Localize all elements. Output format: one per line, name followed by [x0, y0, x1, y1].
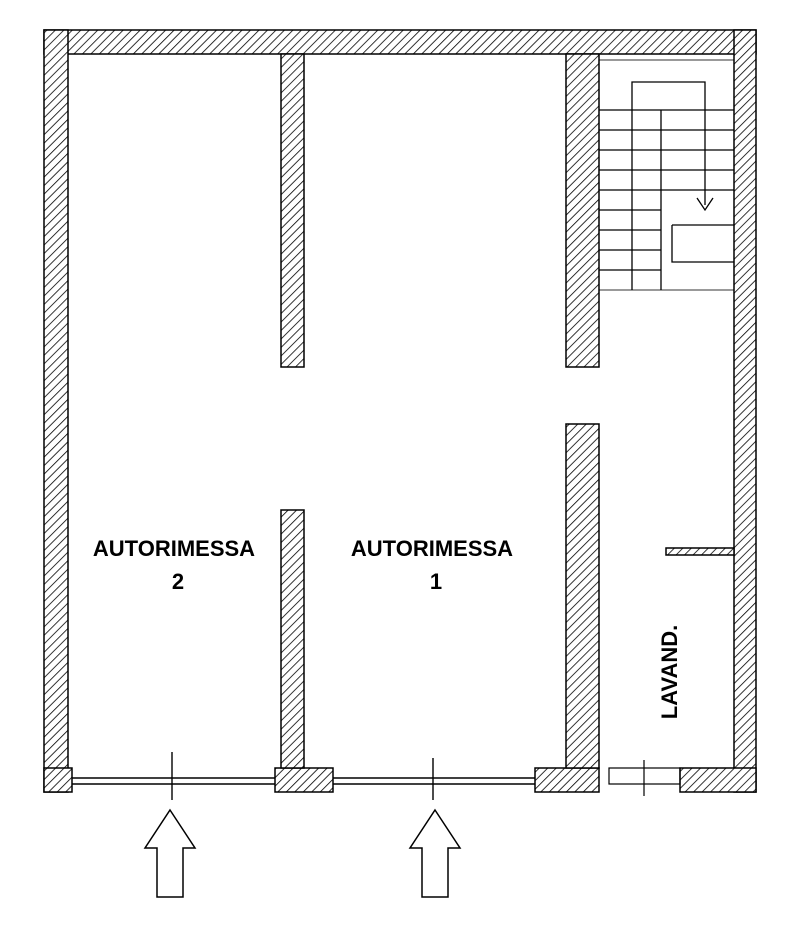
wall-bottom-right: [679, 767, 757, 793]
garage-doors: [72, 752, 535, 800]
partition-wall-bottom: [280, 509, 305, 769]
garage-2-label-line2: 2: [172, 569, 184, 594]
laundry-label: LAVAND.: [657, 625, 682, 720]
entrance-arrow-icon: [408, 808, 462, 898]
laundry-stub-wall: [665, 547, 735, 556]
entrance-arrow-icon: [143, 808, 197, 898]
partition-wall-top: [280, 53, 305, 368]
wall-bottom-left-corner: [43, 767, 73, 793]
wall-left: [43, 29, 69, 793]
wall-bottom-pier-1: [274, 767, 334, 793]
garage-1-label-line1: AUTORIMESSA: [351, 536, 513, 561]
outer-walls: [43, 29, 757, 793]
garage-2-label-line1: AUTORIMESSA: [93, 536, 255, 561]
interior-walls: [280, 53, 735, 769]
laundry-wall: [565, 423, 600, 769]
staircase: [598, 59, 735, 291]
laundry-door: [608, 760, 681, 796]
wall-top: [43, 29, 757, 55]
wall-bottom-pier-2: [534, 767, 600, 793]
stair-wall: [565, 53, 600, 368]
garage-1-label-line2: 1: [430, 569, 442, 594]
wall-right: [733, 29, 757, 793]
